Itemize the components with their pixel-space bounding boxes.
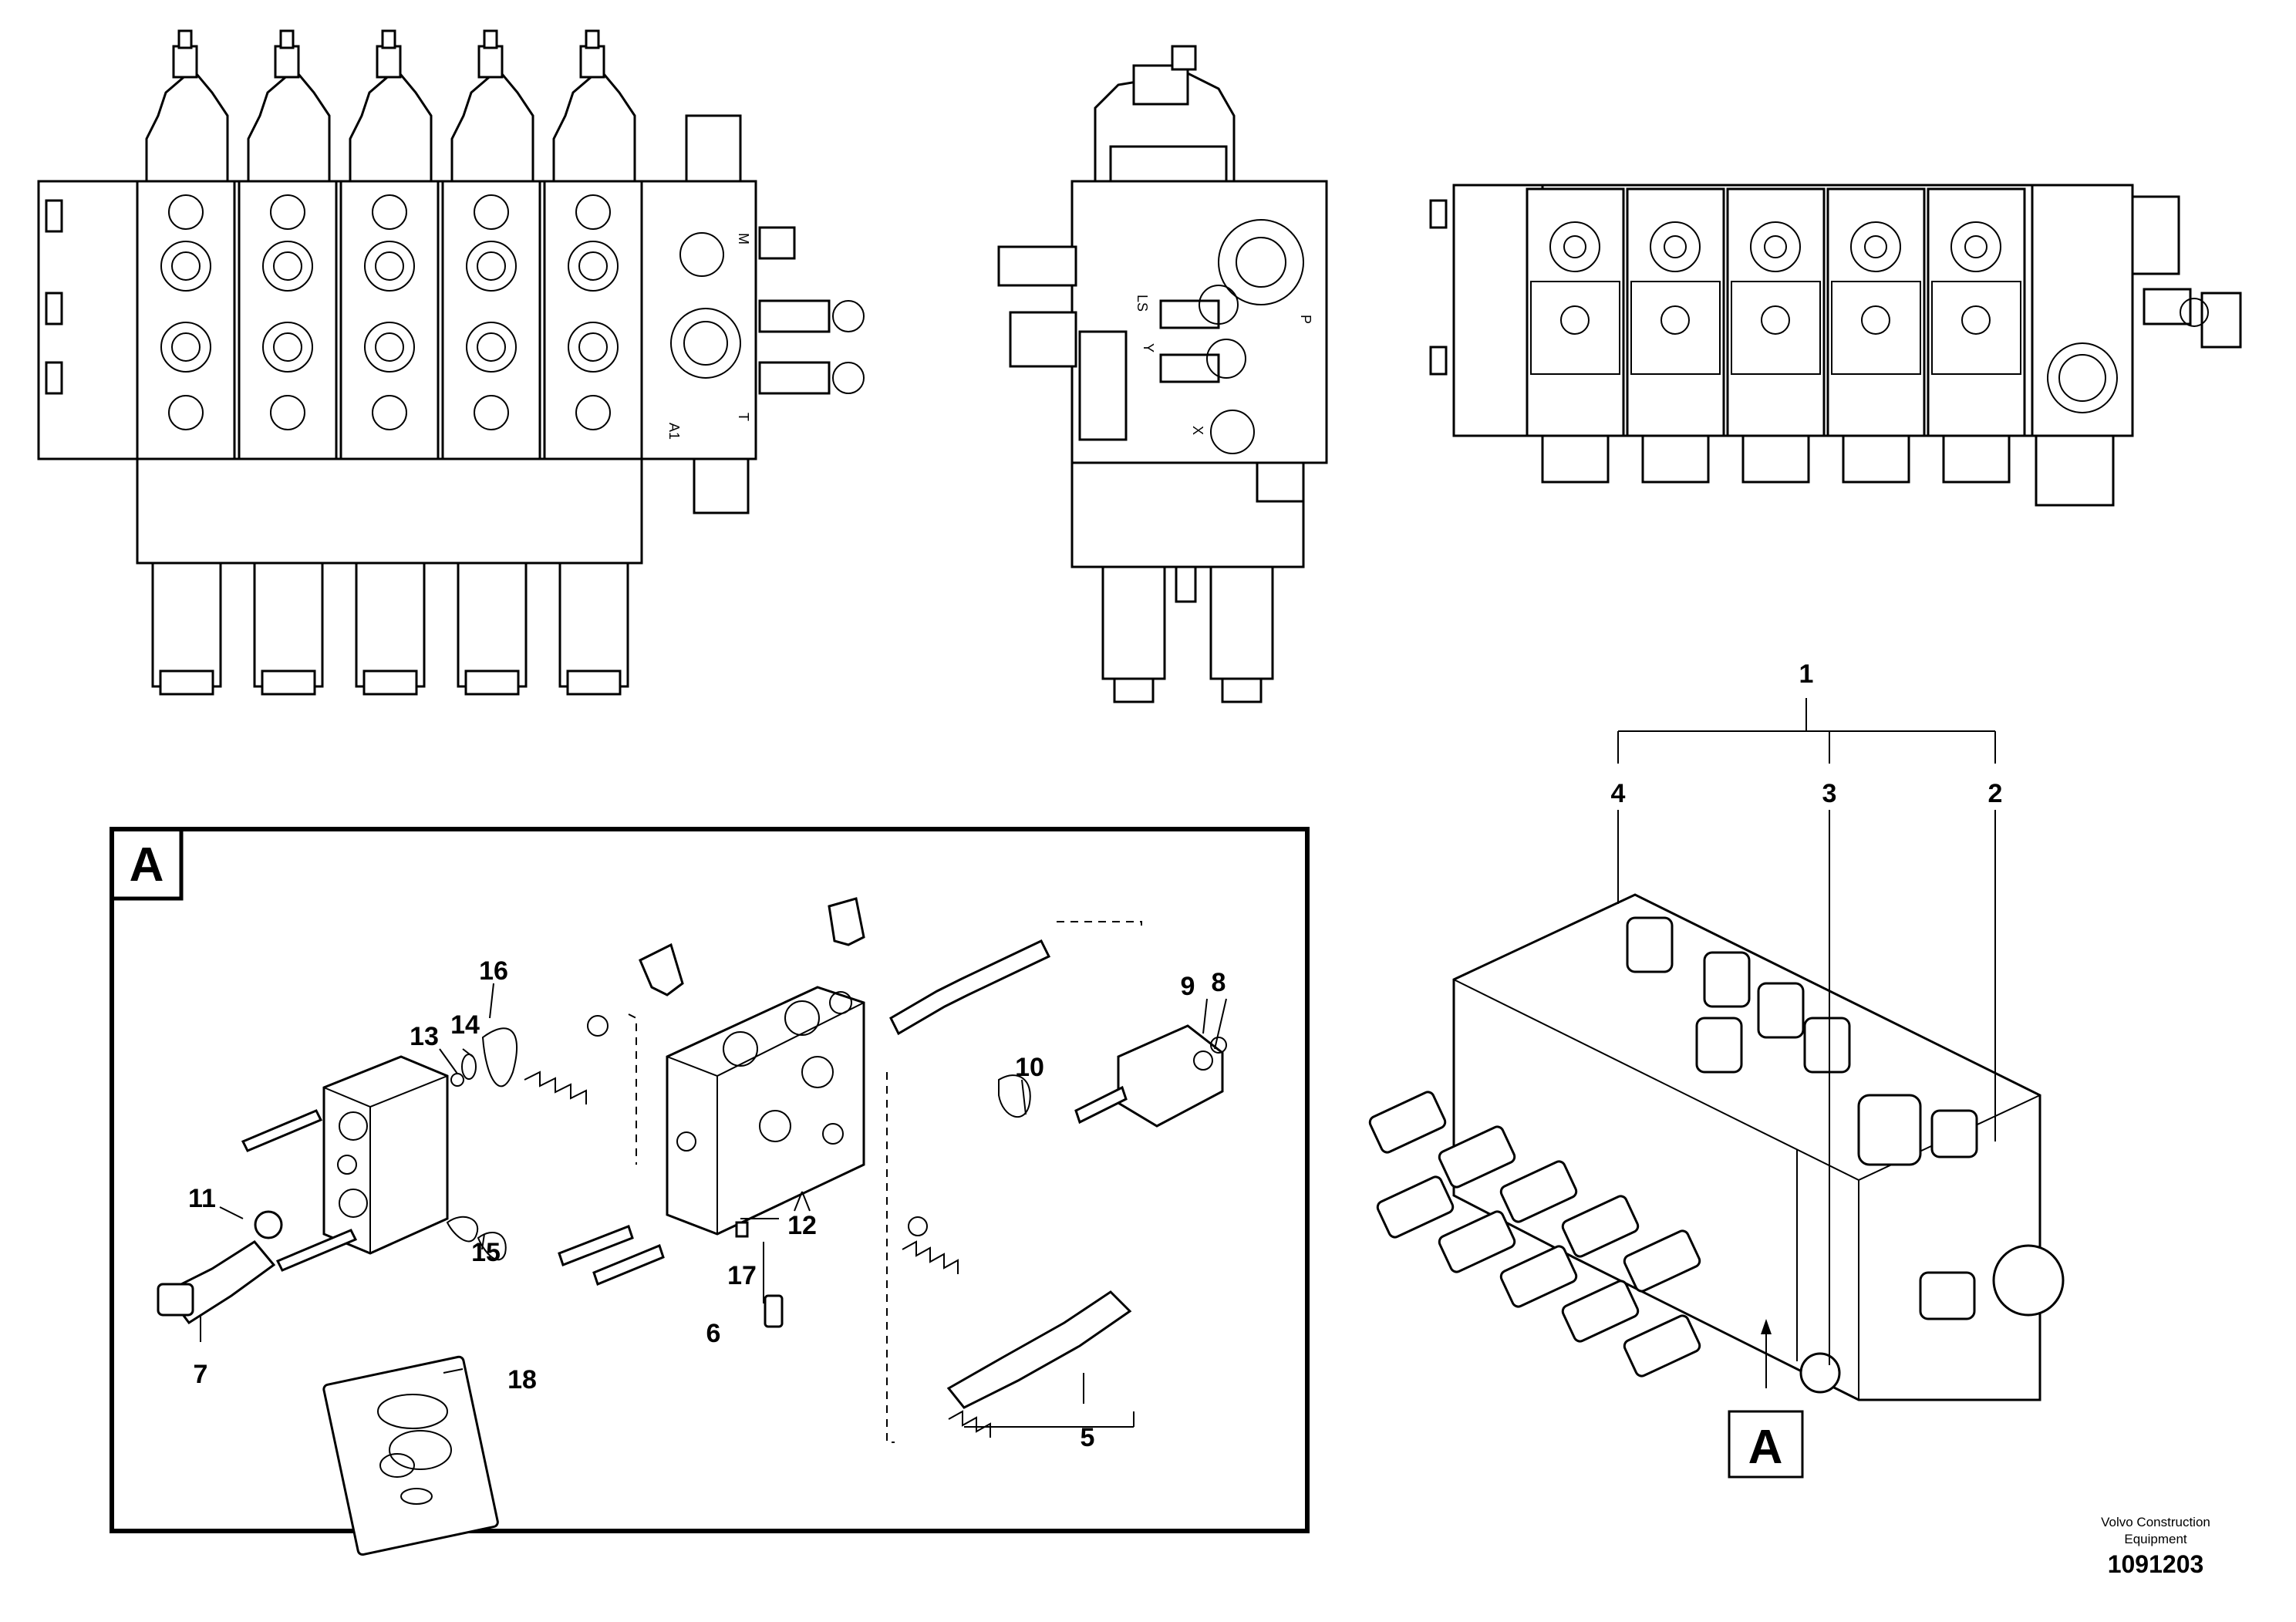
callout-7: 7	[194, 1360, 208, 1389]
detail-a-parts	[157, 897, 1227, 1556]
brand-label: Volvo Construction Equipment	[2075, 1514, 2237, 1548]
port-label-a1: A1	[666, 423, 682, 440]
callout-17: 17	[727, 1261, 757, 1290]
callout-12: 12	[787, 1211, 817, 1240]
callout-15: 15	[471, 1238, 501, 1267]
callout-6: 6	[706, 1319, 721, 1348]
port-label-ls: LS	[1135, 295, 1150, 312]
callout-13: 13	[410, 1022, 439, 1051]
front-view: M A1 T	[37, 29, 865, 696]
top-section-2	[1626, 187, 1725, 484]
detail-a-frame: A	[110, 827, 1310, 1533]
callout-1: 1	[1799, 659, 1814, 689]
brand-line-1: Volvo Construction	[2101, 1515, 2210, 1529]
callout-18: 18	[507, 1365, 537, 1394]
detail-a-letter: A	[130, 838, 164, 892]
callout-4: 4	[1611, 779, 1626, 808]
front-section-5	[543, 29, 643, 696]
port-label-m: M	[736, 233, 751, 244]
callout-2: 2	[1988, 779, 2003, 808]
assembly-isometric: A	[1368, 698, 2065, 1479]
top-section-5	[1927, 187, 2026, 484]
callout-10: 10	[1015, 1053, 1044, 1082]
front-section-3	[339, 29, 440, 696]
port-label-t: T	[736, 413, 751, 421]
brand-line-2: Equipment	[2124, 1532, 2187, 1546]
callout-8: 8	[1212, 968, 1226, 997]
port-label-x: X	[1190, 426, 1205, 435]
drawing-number: 1091203	[2107, 1550, 2204, 1578]
front-section-4	[441, 29, 541, 696]
assembly-solenoids	[1368, 1091, 1701, 1378]
top-section-1	[1526, 187, 1625, 484]
callout-5: 5	[1081, 1423, 1095, 1452]
callout-3: 3	[1822, 779, 1837, 808]
callout-11: 11	[188, 1184, 216, 1213]
front-section-1	[136, 29, 236, 696]
view-a-marker	[1728, 1410, 1804, 1479]
assembly-fittings	[1626, 916, 2065, 1394]
top-section-3	[1726, 187, 1826, 484]
callout-16: 16	[479, 956, 508, 986]
port-label-p: P	[1298, 315, 1313, 324]
top-section-4	[1826, 187, 1926, 484]
front-section-2	[238, 29, 338, 696]
callout-9: 9	[1181, 972, 1195, 1001]
side-view: LS P Y X	[997, 45, 1328, 703]
view-a-letter: A	[1748, 1421, 1783, 1474]
port-label-y: Y	[1141, 343, 1156, 352]
callout-14: 14	[450, 1010, 480, 1040]
top-view	[1429, 184, 2242, 507]
